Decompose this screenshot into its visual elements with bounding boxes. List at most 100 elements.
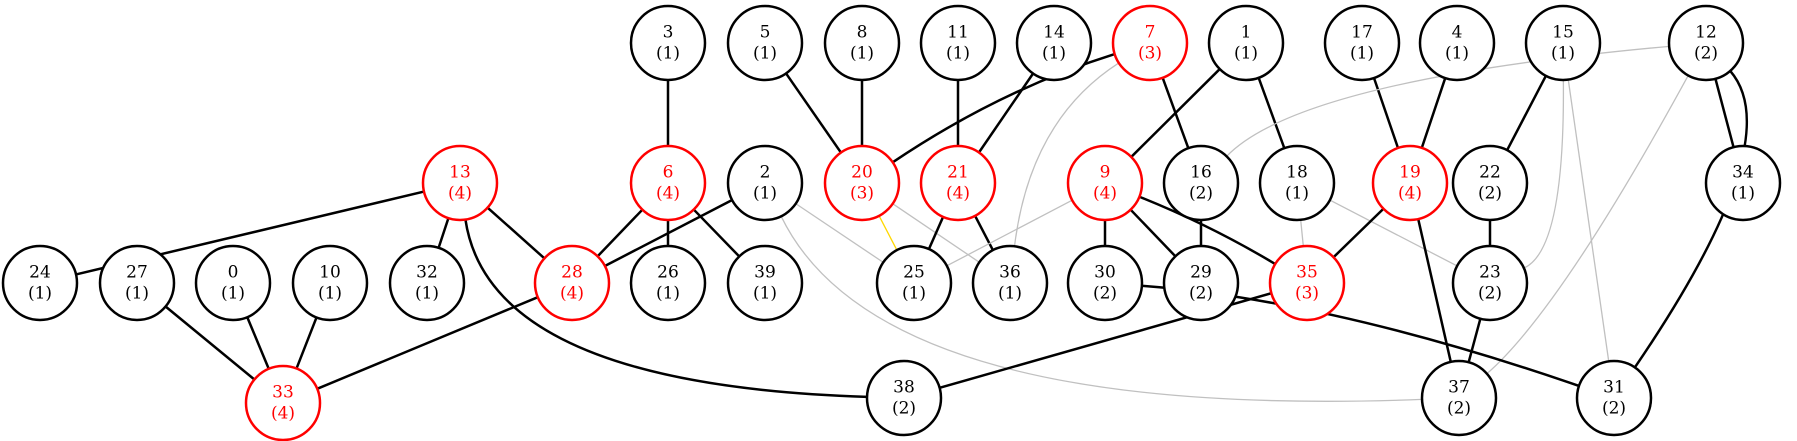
node-14: 14(1) (1015, 4, 1093, 82)
node-22: 22(2) (1451, 144, 1529, 222)
edge-13-28 (486, 206, 546, 260)
node-circle (629, 4, 707, 82)
edge-21-36 (973, 215, 995, 251)
edge-0-33 (246, 316, 270, 370)
node-count: (1) (850, 44, 874, 64)
node-circle (1258, 144, 1336, 222)
node-27: 27(1) (98, 244, 176, 322)
node-label: 27 (126, 263, 148, 283)
node-circle (1704, 144, 1782, 222)
node-circle (1, 244, 79, 322)
node-circle (726, 144, 804, 222)
edge-17-19 (1372, 77, 1400, 149)
node-circle (1451, 144, 1529, 222)
node-label: 12 (1695, 23, 1717, 43)
node-label: 0 (228, 263, 239, 283)
node-circle (1066, 144, 1144, 222)
node-label: 33 (272, 383, 294, 403)
node-circle (1323, 4, 1401, 82)
node-circle (1015, 4, 1093, 82)
node-count: (1) (318, 284, 342, 304)
node-1: 1(1) (1207, 4, 1285, 82)
node-count: (1) (902, 284, 926, 304)
node-circle (533, 244, 611, 322)
node-label: 17 (1351, 23, 1373, 43)
node-circle (919, 4, 997, 82)
node-circle (919, 144, 997, 222)
node-circle (1111, 4, 1189, 82)
node-28: 28(4) (533, 244, 611, 322)
node-count: (1) (1731, 184, 1755, 204)
edge-9-25 (946, 199, 1073, 267)
node-label: 13 (449, 163, 471, 183)
node-label: 30 (1094, 263, 1116, 283)
node-26: 26(1) (629, 244, 707, 322)
node-circle (1066, 244, 1144, 322)
node-15: 15(1) (1524, 4, 1602, 82)
edge-2-37 (780, 216, 1423, 402)
node-29: 29(2) (1162, 244, 1240, 322)
node-circle (1371, 144, 1449, 222)
node-circle (823, 144, 901, 222)
node-count: (1) (221, 284, 245, 304)
node-38: 38(2) (865, 359, 943, 437)
edge-28-33 (316, 296, 539, 390)
node-10: 10(1) (291, 244, 369, 322)
node-label: 4 (1452, 23, 1463, 43)
node-18: 18(1) (1258, 144, 1336, 222)
edge-20-25 (878, 215, 898, 251)
edge-15-23 (1523, 79, 1565, 269)
node-label: 15 (1552, 23, 1574, 43)
node-count: (1) (753, 44, 777, 64)
node-5: 5(1) (726, 4, 804, 82)
node-count: (4) (656, 184, 680, 204)
edge-1-18 (1257, 77, 1286, 149)
node-19: 19(4) (1371, 144, 1449, 222)
edge-15-31 (1567, 79, 1610, 362)
edge-13-38 (464, 219, 868, 399)
node-36: 36(1) (971, 244, 1049, 322)
edge-21-25 (927, 216, 945, 250)
edge-1-9 (1130, 68, 1221, 158)
node-count: (1) (656, 284, 680, 304)
edge-15-22 (1506, 75, 1547, 151)
node-circle (194, 244, 272, 322)
node-label: 23 (1479, 263, 1501, 283)
node-circle (1667, 4, 1745, 82)
edge-18-35 (1300, 219, 1304, 247)
node-31: 31(2) (1575, 359, 1653, 437)
node-label: 37 (1448, 378, 1470, 398)
node-count: (1) (1285, 184, 1309, 204)
edge-12-37 (1486, 75, 1689, 375)
node-count: (1) (415, 284, 439, 304)
node-count: (1) (753, 184, 777, 204)
node-label: 2 (760, 163, 771, 183)
edge-9-35 (1138, 195, 1276, 266)
node-25: 25(1) (875, 244, 953, 322)
node-label: 3 (663, 23, 674, 43)
node-count: (1) (28, 284, 52, 304)
node-circle (98, 244, 176, 322)
node-count: (2) (1478, 284, 1502, 304)
edge-7-20 (891, 52, 1116, 164)
nodes-layer: 0(1)1(1)2(1)3(1)4(1)5(1)6(4)7(3)8(1)9(4)… (1, 4, 1782, 441)
node-count: (3) (1138, 44, 1162, 64)
node-circle (1451, 244, 1529, 322)
node-count: (2) (1189, 184, 1213, 204)
node-count: (3) (850, 184, 874, 204)
edge-19-35 (1332, 207, 1385, 259)
node-count: (2) (1694, 44, 1718, 64)
node-16: 16(2) (1162, 144, 1240, 222)
node-label: 25 (903, 263, 925, 283)
node-21: 21(4) (919, 144, 997, 222)
node-label: 21 (947, 163, 969, 183)
node-39: 39(1) (726, 244, 804, 322)
node-label: 7 (1145, 23, 1156, 43)
edge-6-28 (596, 208, 644, 258)
node-2: 2(1) (726, 144, 804, 222)
node-count: (4) (271, 404, 295, 424)
node-circle (244, 364, 322, 441)
node-circle (629, 244, 707, 322)
node-label: 34 (1732, 163, 1754, 183)
node-11: 11(1) (919, 4, 997, 82)
